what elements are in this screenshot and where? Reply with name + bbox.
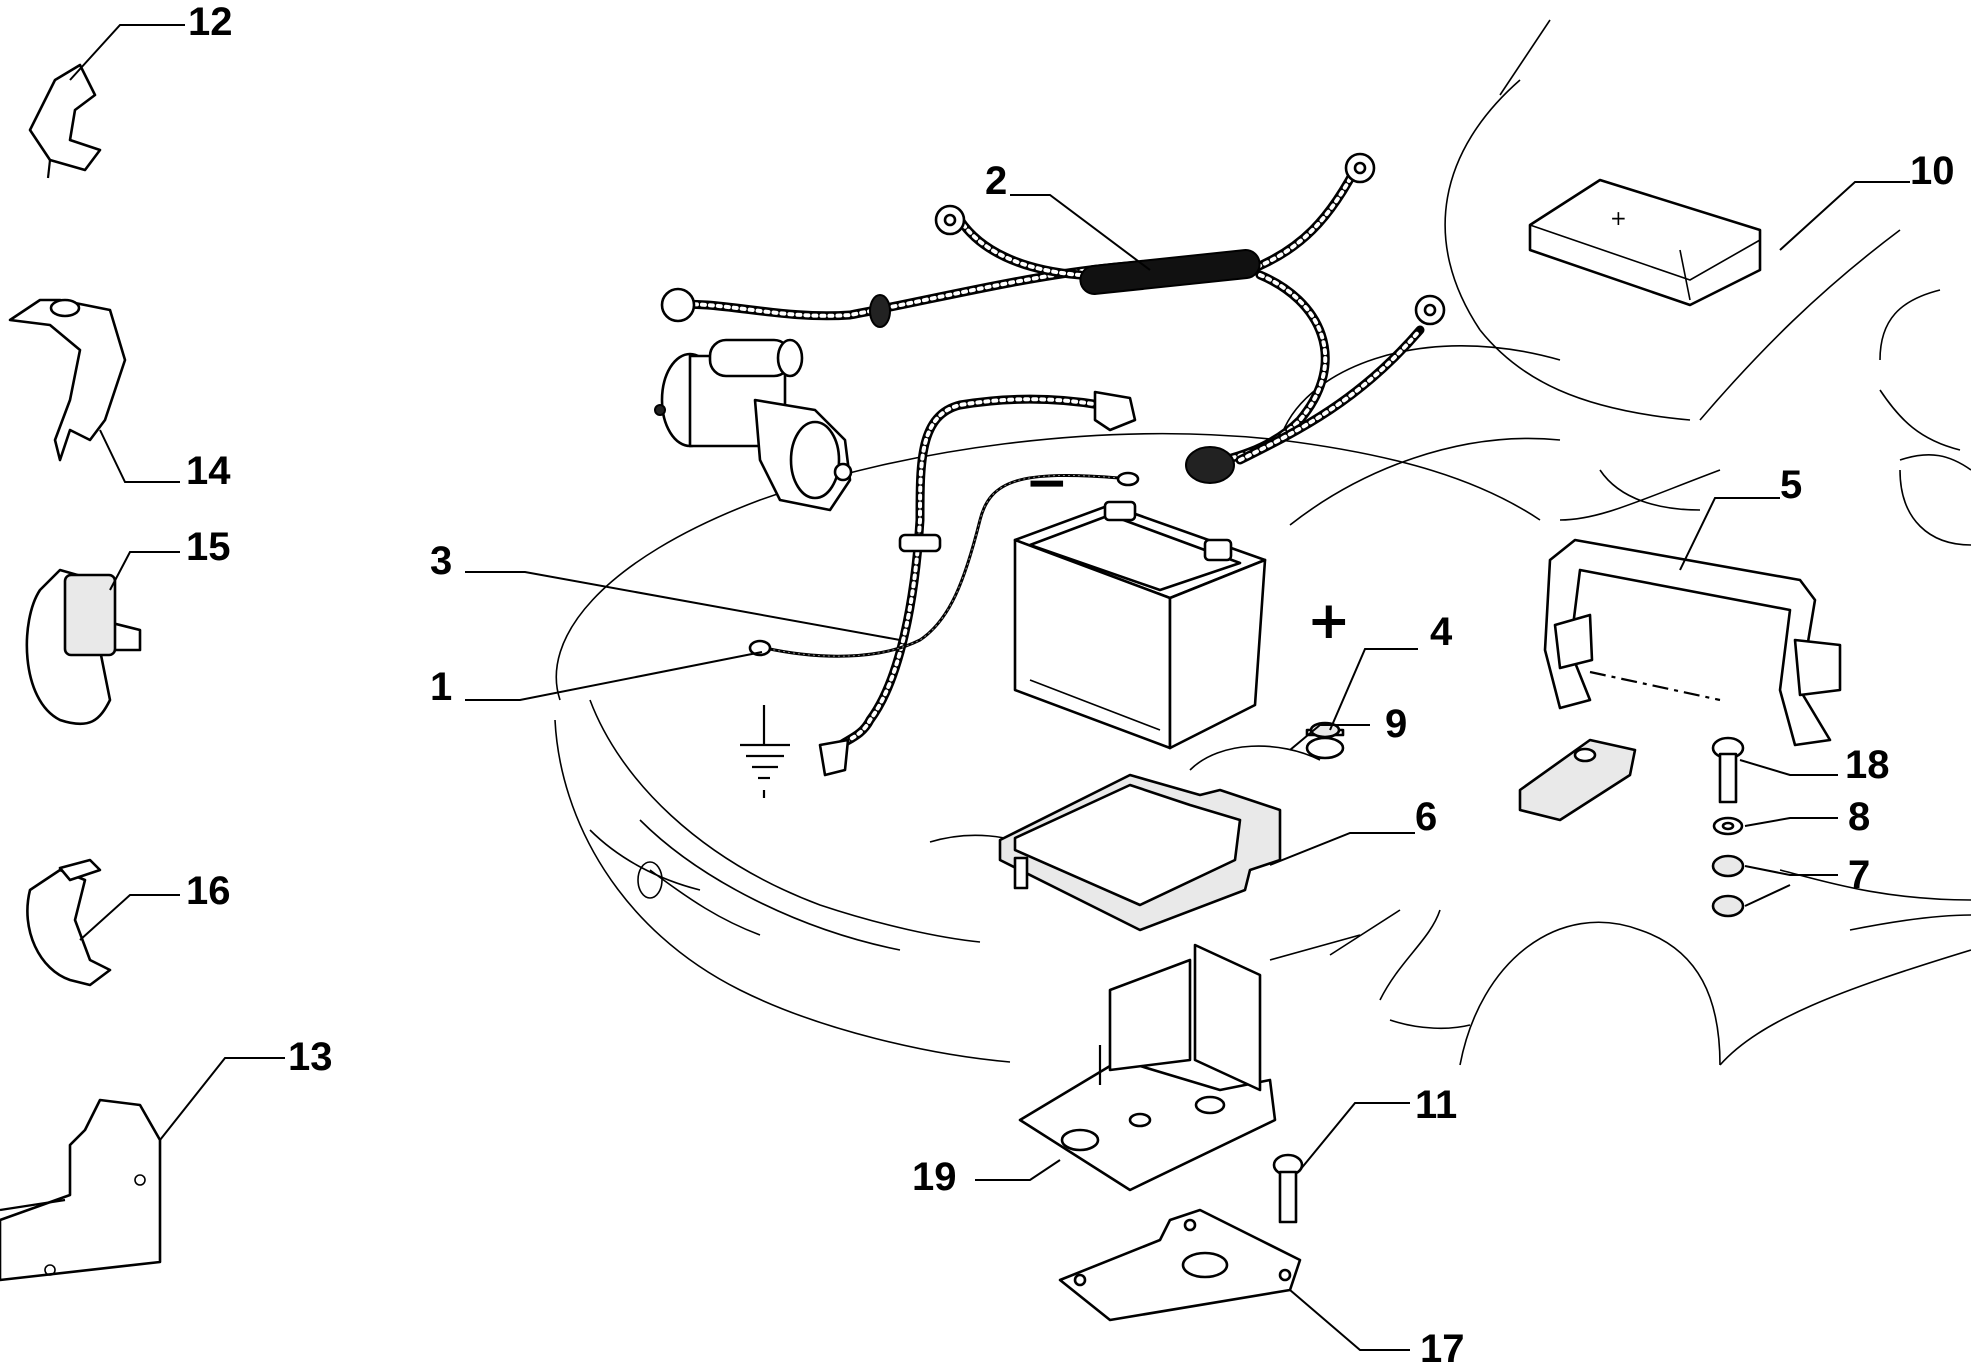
callout-1: 1 xyxy=(430,665,452,709)
car-body-outline xyxy=(554,19,1971,1066)
nuts xyxy=(1711,854,1745,918)
bolt xyxy=(1711,736,1745,804)
clamp-holder xyxy=(25,568,142,726)
callout-labels: 1 2 3 4 5 6 7 8 9 10 11 12 13 14 15 16 1… xyxy=(186,0,1955,1362)
clamp-block xyxy=(1518,738,1637,822)
starter-motor xyxy=(654,338,853,512)
callout-18: 18 xyxy=(1845,743,1890,787)
screw xyxy=(1272,1153,1304,1224)
callout-11: 11 xyxy=(1415,1083,1457,1127)
callout-13: 13 xyxy=(288,1035,333,1079)
main-wiring-harness xyxy=(660,152,1446,484)
battery-hold-down-clamp xyxy=(1543,538,1842,747)
callout-3: 3 xyxy=(430,539,452,583)
battery xyxy=(1013,500,1267,750)
clip-holder xyxy=(26,858,112,987)
clamp xyxy=(8,298,127,462)
callout-9: 9 xyxy=(1385,702,1407,746)
callout-14: 14 xyxy=(186,449,231,493)
battery-support xyxy=(1018,943,1277,1192)
terminal-cover: + xyxy=(1528,178,1762,307)
callout-4: 4 xyxy=(1430,610,1453,654)
mounting-plate xyxy=(1058,1208,1302,1322)
svg-text:+: + xyxy=(1610,206,1627,230)
insulating-panel xyxy=(0,1098,162,1282)
callout-7: 7 xyxy=(1848,853,1870,897)
clip xyxy=(28,63,102,179)
callout-19: 19 xyxy=(912,1155,957,1199)
callout-15: 15 xyxy=(186,525,231,569)
callout-17: 17 xyxy=(1420,1327,1465,1362)
washer xyxy=(1712,816,1744,836)
callout-10: 10 xyxy=(1910,149,1955,193)
nut xyxy=(1305,721,1345,760)
battery-cable xyxy=(818,390,1137,777)
battery-tray xyxy=(998,773,1282,932)
callout-6: 6 xyxy=(1415,795,1437,839)
leader-lines xyxy=(69,24,1910,1351)
ground-cable xyxy=(748,471,1140,658)
callout-12: 12 xyxy=(188,0,233,44)
negative-symbol: − xyxy=(1025,453,1069,513)
callout-2: 2 xyxy=(985,159,1007,203)
callout-8: 8 xyxy=(1848,795,1870,839)
callout-5: 5 xyxy=(1780,463,1802,507)
callout-16: 16 xyxy=(186,869,231,913)
ground-symbol xyxy=(740,705,790,798)
positive-symbol: + xyxy=(1307,591,1351,651)
